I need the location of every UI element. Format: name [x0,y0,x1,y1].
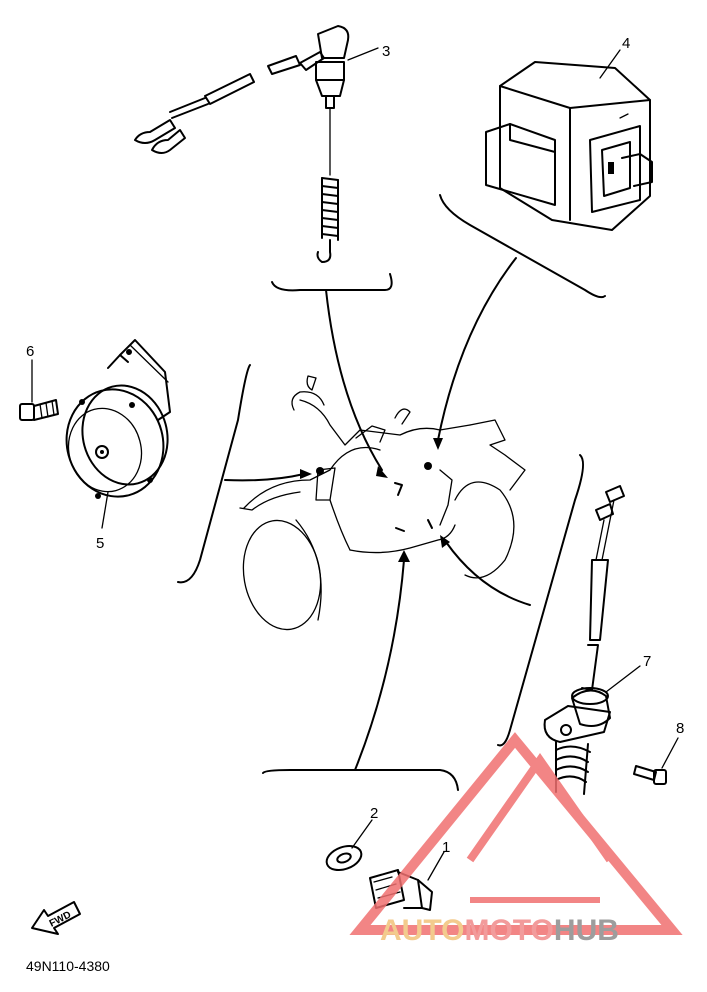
watermark-moto: MOTO [464,914,553,947]
part-5-horn [65,339,171,499]
part-4-relay [485,61,653,231]
fwd-arrow: FWD [31,901,81,935]
watermark-hub: HUB [554,914,619,947]
part-6-bolt [19,399,59,421]
bracket-lines [177,194,606,791]
leader-lines [224,257,531,771]
part-3-switch-assembly [134,25,350,263]
callout-8: 8 [676,720,684,737]
callout-7: 7 [643,653,651,670]
part-2-washer [325,844,363,872]
svg-text:AUTOMOTOHUB: AUTOMOTOHUB [380,914,619,947]
watermark: AUTOMOTOHUB [349,732,683,947]
figure-code: 49N110-4380 [26,958,110,974]
callouts: 3 4 6 5 7 8 2 1 [26,35,684,881]
callout-5: 5 [96,535,104,552]
part-7-sensor [543,485,625,795]
callout-3: 3 [382,43,390,60]
callout-2: 2 [370,805,378,822]
callout-1: 1 [442,839,450,856]
motorcycle-outline [239,375,526,631]
watermark-auto: AUTO [380,914,464,947]
part-8-screw [633,765,667,785]
callout-4: 4 [622,35,630,52]
callout-6: 6 [26,343,34,360]
fwd-label: FWD [48,910,73,930]
